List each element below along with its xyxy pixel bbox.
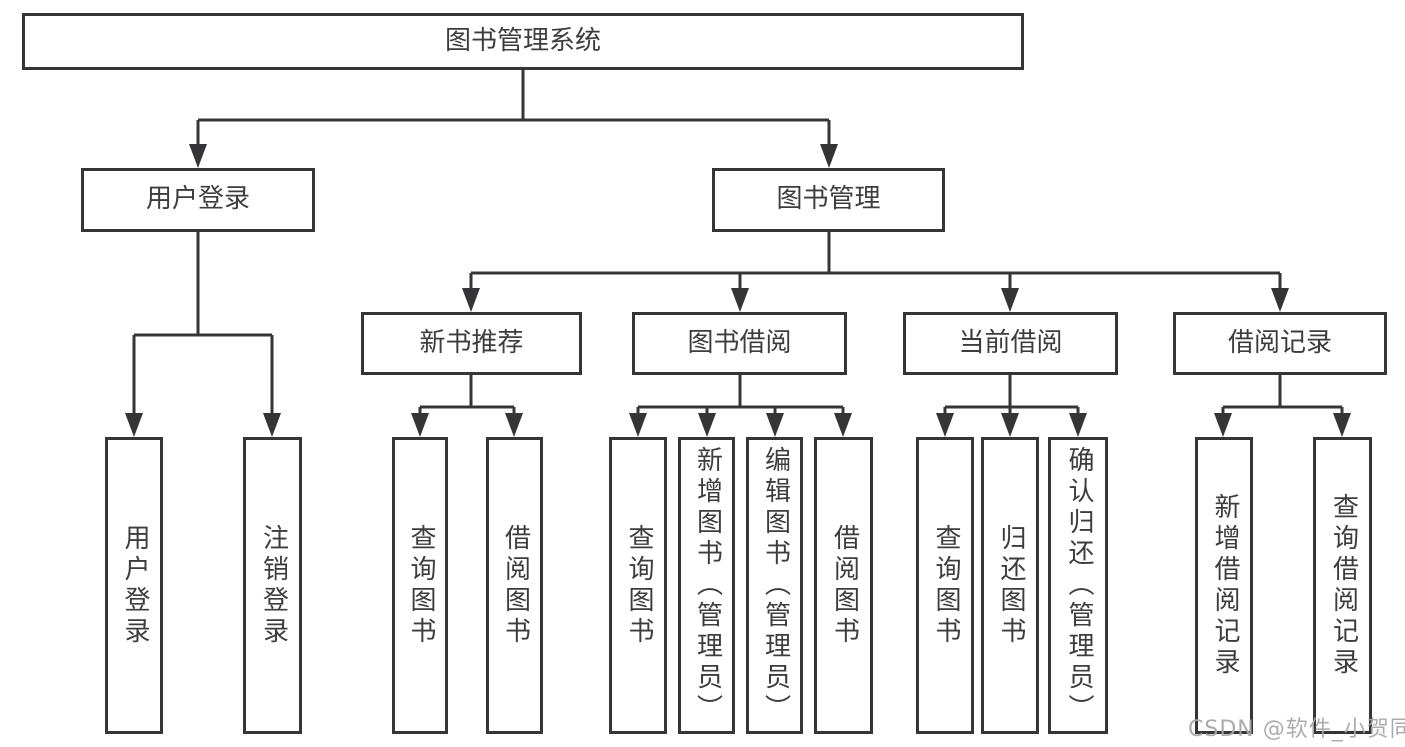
arrowhead-icons bbox=[125, 144, 1351, 437]
leaf-user-login: 用户登录 bbox=[105, 437, 163, 734]
node-library-management-system: 图书管理系统 bbox=[22, 13, 1024, 70]
node-book-borrowing: 图书借阅 bbox=[632, 312, 847, 375]
leaf-query-borrow-record: 查询借阅记录 bbox=[1313, 437, 1372, 734]
leaf-add-books-admin: 新增图书（管理员） bbox=[678, 437, 735, 734]
leaf-confirm-return-admin: 确认归还（管理员） bbox=[1048, 437, 1108, 734]
leaf-logout: 注销登录 bbox=[243, 437, 302, 734]
node-book-management: 图书管理 bbox=[712, 168, 945, 232]
leaf-borrow-books-borrowing: 借阅图书 bbox=[814, 437, 873, 734]
leaf-borrow-books-recommend: 借阅图书 bbox=[486, 437, 543, 734]
leaf-query-books-recommend: 查询图书 bbox=[392, 437, 448, 734]
leaf-query-books-borrowing: 查询图书 bbox=[609, 437, 667, 734]
node-new-book-recommendation: 新书推荐 bbox=[361, 312, 582, 375]
leaf-query-books-current: 查询图书 bbox=[916, 437, 974, 734]
leaf-edit-books-admin: 编辑图书（管理员） bbox=[746, 437, 803, 734]
node-user-login: 用户登录 bbox=[81, 168, 315, 232]
csdn-watermark: CSDN @软件_小贺同学 bbox=[1188, 717, 1405, 742]
node-current-borrowing: 当前借阅 bbox=[903, 312, 1118, 375]
leaf-add-borrow-record: 新增借阅记录 bbox=[1195, 437, 1253, 734]
node-borrowing-records: 借阅记录 bbox=[1173, 312, 1387, 375]
leaf-return-books: 归还图书 bbox=[981, 437, 1039, 734]
